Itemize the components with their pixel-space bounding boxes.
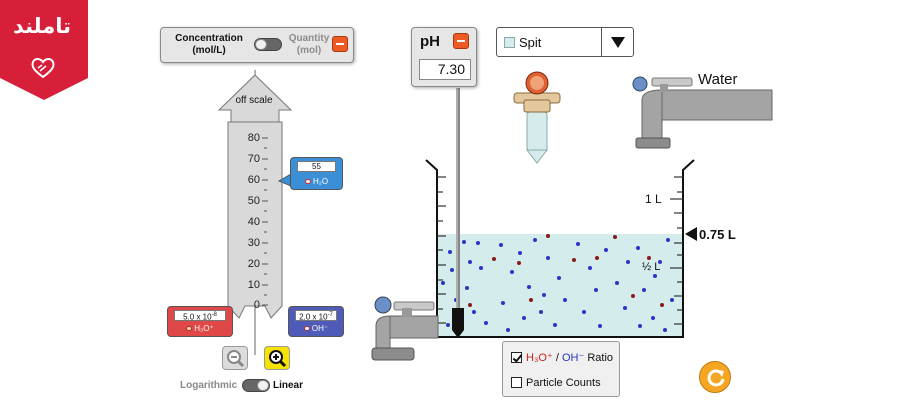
tick-label-50: 50 (247, 195, 260, 207)
log-linear-toggle[interactable] (242, 379, 270, 392)
beaker (425, 159, 695, 338)
particle-counts-checkbox[interactable] (511, 377, 522, 388)
display-options-panel: H₃O⁺ / OH⁻ Ratio Particle Counts (502, 341, 620, 397)
ratio-checkbox[interactable] (511, 352, 522, 363)
tick-label-10: 10 (247, 279, 260, 291)
beaker-ticks-right (670, 176, 683, 325)
beaker-ticks-left (437, 176, 446, 324)
brand-logo-text: تاملند (12, 14, 72, 38)
h2o-molecule-icon (304, 179, 311, 185)
collapse-graph-button[interactable] (332, 36, 348, 52)
beaker-mark-1l: 1 L (645, 192, 662, 206)
h3o-value-exponent: -8 (211, 312, 217, 318)
linear-label[interactable]: Linear (273, 380, 304, 391)
volume-level-marker[interactable] (685, 227, 697, 241)
tick-label-40: 40 (247, 216, 260, 228)
oh-concentration-callout: 2.0 x 10-7 OH⁻ (288, 306, 344, 337)
quantity-label[interactable]: Quantity (mol) (284, 33, 334, 57)
particles (441, 234, 674, 332)
zoom-in-button[interactable] (264, 346, 290, 370)
zoom-in-icon (269, 350, 287, 368)
ratio-checkbox-row[interactable]: H₃O⁺ / OH⁻ Ratio (511, 351, 613, 364)
tick-label-0: 0 (253, 299, 260, 311)
zoom-out-button[interactable] (222, 346, 248, 370)
quantity-label-line1: Quantity (288, 33, 330, 44)
h3o-value: 5.0 x 10-8 (174, 310, 226, 322)
concentration-label[interactable]: Concentration (mol/L) (167, 33, 251, 57)
oh-molecule-icon (303, 326, 310, 332)
quantity-label-line2: (mol) (296, 45, 322, 56)
reset-icon (707, 369, 725, 387)
ratio-oh-label: OH⁻ (561, 352, 585, 364)
oh-value: 2.0 x 10-7 (295, 310, 337, 322)
drain-faucet[interactable] (371, 296, 439, 361)
h3o-molecule-icon (186, 326, 193, 332)
volume-level-label: 0.75 L (699, 227, 736, 242)
collapse-ph-meter-button[interactable] (453, 33, 469, 49)
solute-selected-label: Spit (519, 35, 542, 50)
beaker-mark-half: ½ L (642, 261, 661, 273)
oh-label: OH⁻ (289, 324, 343, 333)
h3o-label: H₃O⁺ (168, 324, 232, 333)
h2o-label: H₂O (291, 177, 342, 186)
ratio-slash: / (552, 352, 562, 364)
water-faucet[interactable] (632, 76, 773, 149)
solute-swatch (504, 37, 515, 48)
tick-label-80: 80 (247, 132, 260, 144)
tick-label-20: 20 (247, 258, 260, 270)
ph-probe-tip[interactable] (452, 308, 464, 338)
zoom-out-icon (227, 350, 245, 368)
toggle-knob[interactable] (255, 39, 267, 50)
log-linear-toggle-knob[interactable] (257, 380, 269, 391)
ratio-suffix: Ratio (584, 352, 614, 364)
particle-counts-label: Particle Counts (526, 377, 601, 389)
h3o-label-text: H₃O⁺ (194, 324, 214, 333)
oh-label-text: OH⁻ (311, 324, 329, 333)
h2o-label-text: H₂O (312, 177, 329, 186)
logarithmic-label[interactable]: Logarithmic (180, 380, 238, 391)
solution (437, 234, 683, 337)
ph-value: 7.30 (419, 59, 471, 80)
solute-dropdown[interactable]: Spit (496, 27, 634, 57)
particle-counts-row[interactable]: Particle Counts (511, 377, 601, 389)
h3o-value-mantissa: 5.0 x 10 (183, 312, 212, 322)
h3o-concentration-callout: 5.0 x 10-8 H₃O⁺ (167, 306, 233, 337)
ratio-h3o-label: H₃O⁺ (526, 352, 553, 364)
water-label: Water (698, 71, 738, 88)
concentration-quantity-toggle[interactable] (254, 38, 282, 51)
concentration-panel: Concentration (mol/L) Quantity (mol) (160, 27, 354, 63)
chevron-down-icon[interactable] (601, 28, 633, 56)
h2o-concentration-callout: 55 H₂O (290, 157, 343, 190)
oh-value-exponent: -7 (327, 312, 333, 318)
tick-label-30: 30 (247, 237, 260, 249)
heart-icon (31, 58, 55, 79)
off-scale-label: off scale (235, 95, 273, 106)
tick-label-70: 70 (247, 153, 260, 165)
brand-ribbon (0, 0, 88, 100)
concentration-label-line1: Concentration (175, 33, 243, 44)
h2o-value: 55 (297, 161, 336, 172)
ph-meter[interactable]: pH 7.30 (411, 27, 477, 87)
oh-value-mantissa: 2.0 x 10 (299, 312, 328, 322)
concentration-graph (217, 70, 293, 355)
reset-button[interactable] (699, 361, 731, 393)
concentration-label-line2: (mol/L) (192, 45, 226, 56)
dropper[interactable] (513, 71, 561, 164)
ph-title: pH (420, 33, 440, 50)
tick-label-60: 60 (247, 174, 260, 186)
